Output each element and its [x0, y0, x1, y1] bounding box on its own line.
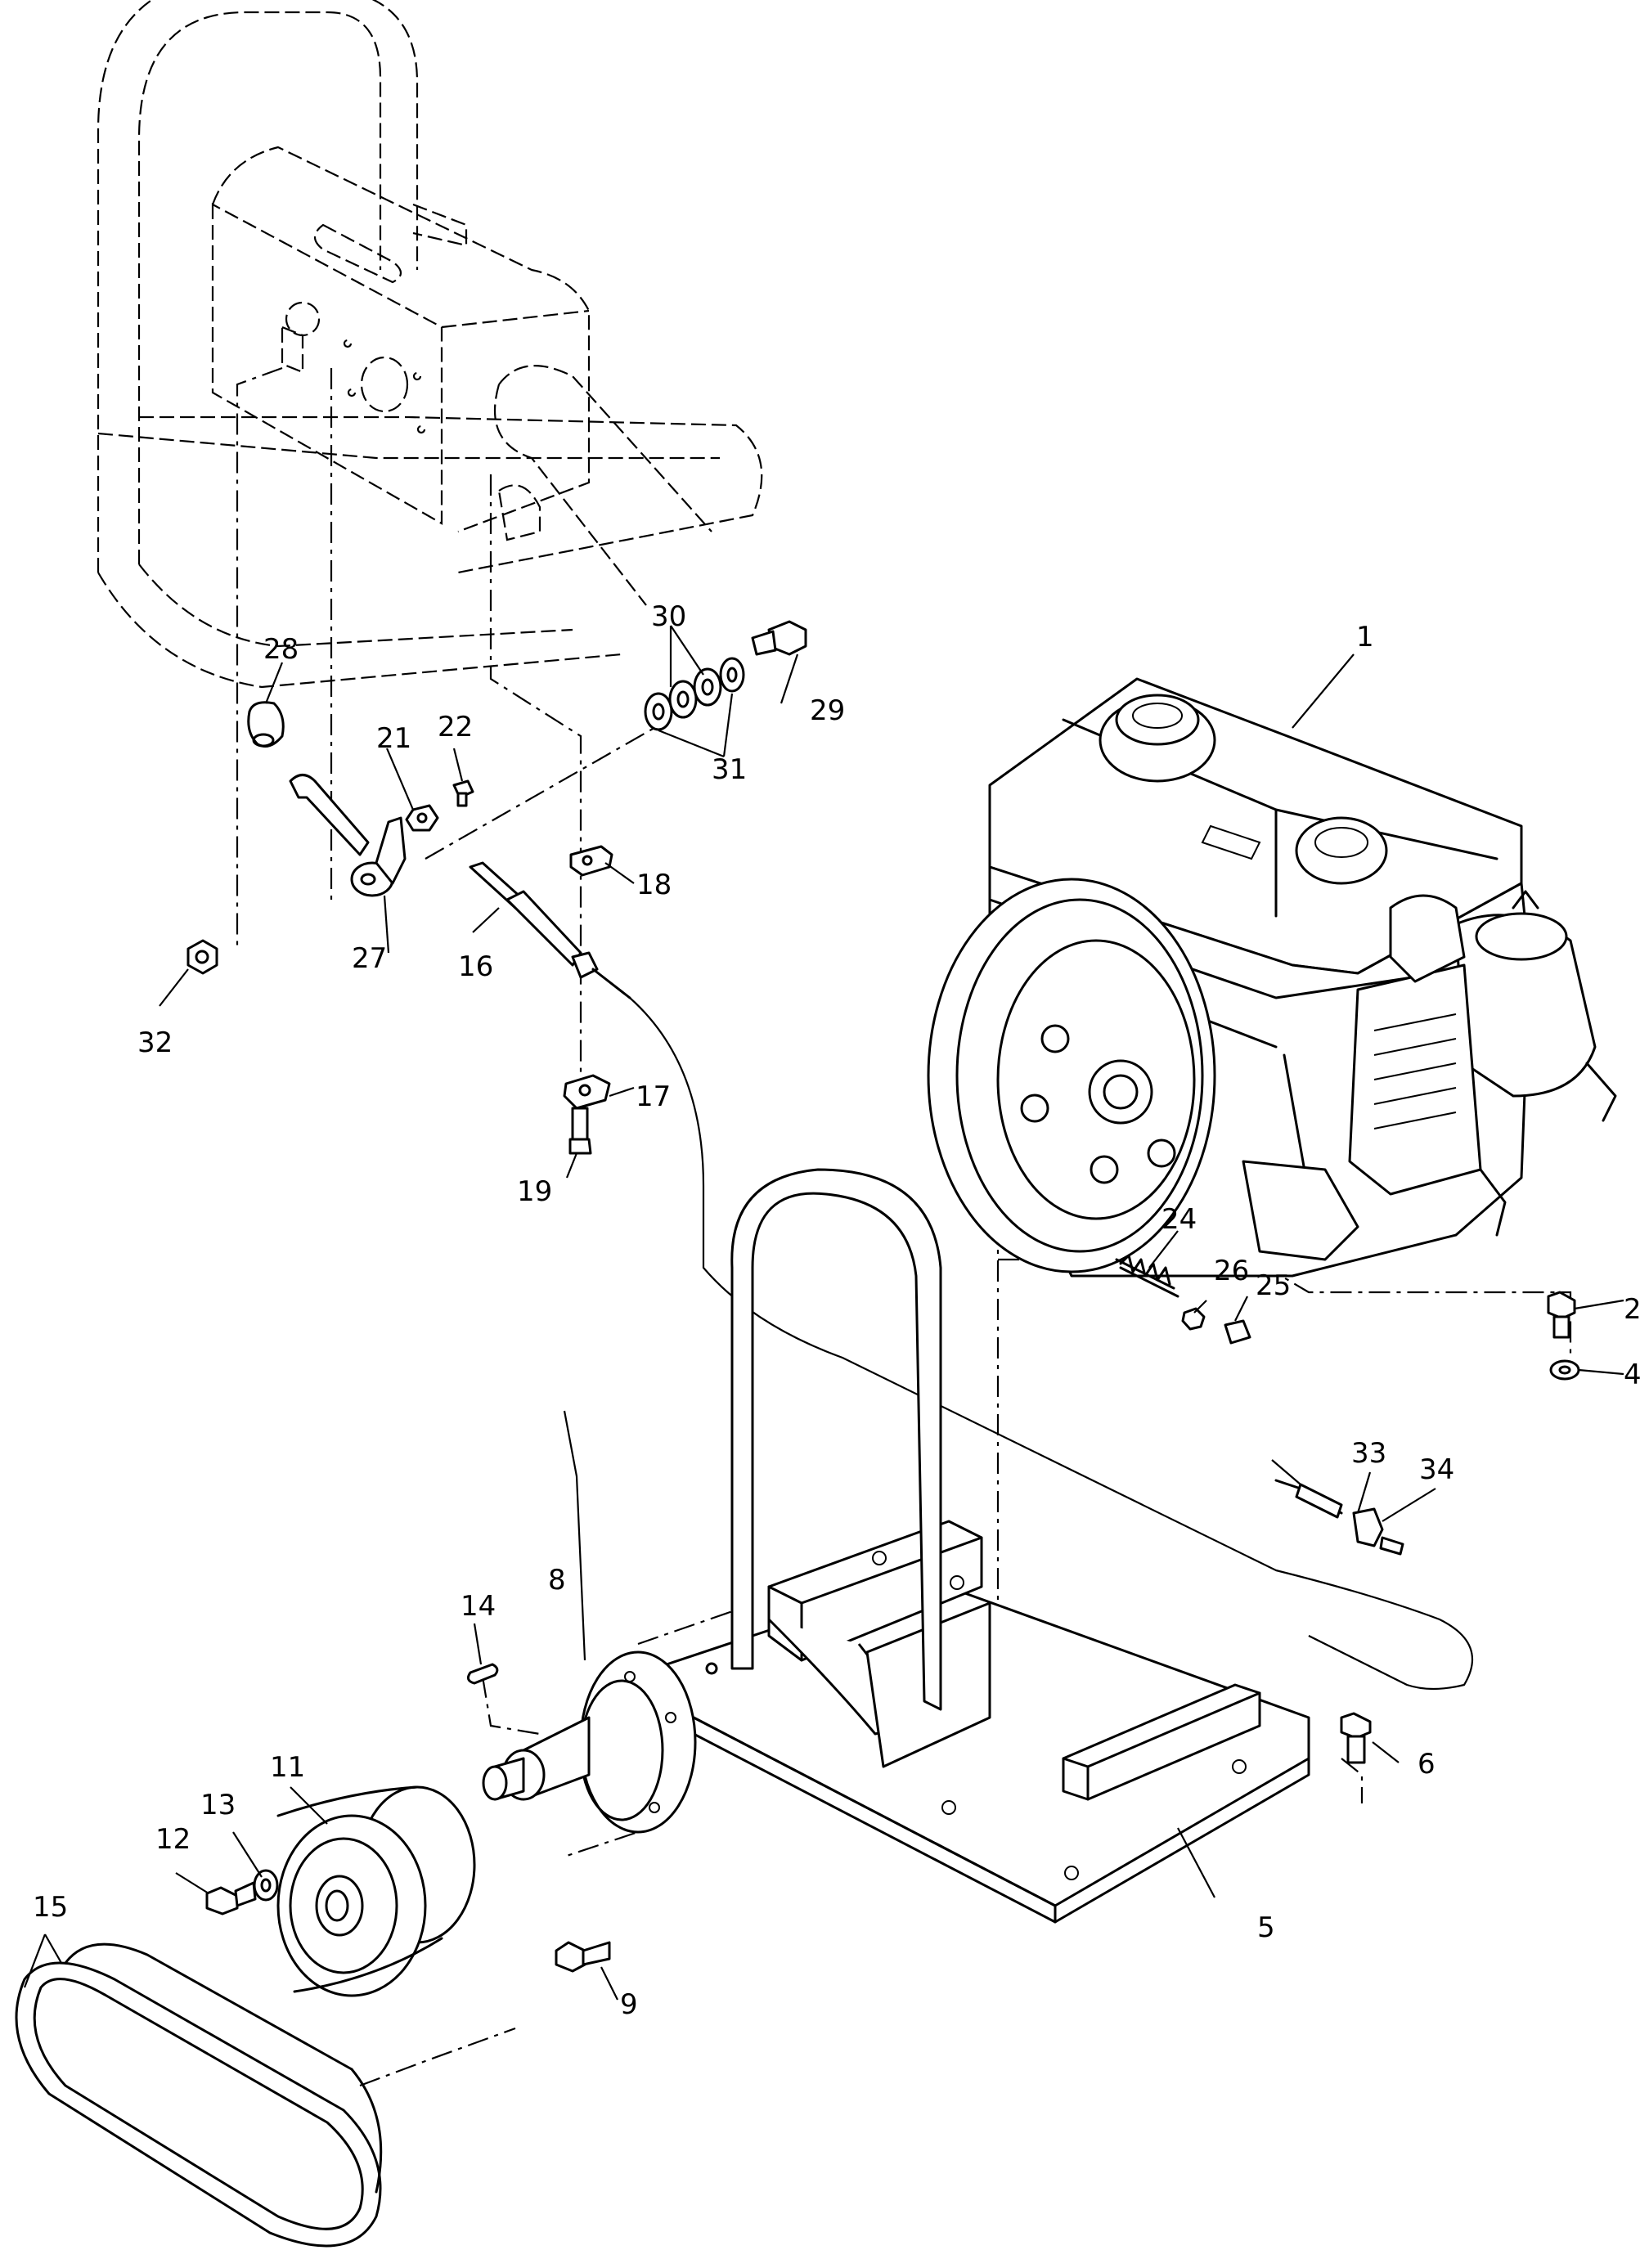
label-part-13: 13	[200, 1789, 236, 1821]
clutch-flange	[482, 1650, 697, 1834]
label-part-28: 28	[263, 633, 299, 666]
label-part-17: 17	[636, 1080, 671, 1113]
label-part-22: 22	[438, 711, 473, 743]
handle-mount-plate	[211, 146, 712, 606]
label-part-12: 12	[155, 1823, 191, 1856]
handle-frame	[97, 0, 763, 689]
label-part-11: 11	[270, 1751, 305, 1784]
hardware	[186, 620, 1580, 1973]
label-part-31: 31	[712, 753, 747, 786]
label-part-25: 25	[1256, 1269, 1291, 1302]
label-part-16: 16	[458, 950, 493, 983]
throttle-cable	[629, 997, 1474, 1691]
label-part-1: 1	[1356, 621, 1374, 653]
label-part-30: 30	[651, 600, 686, 633]
label-part-9: 9	[620, 1988, 638, 2021]
label-part-26: 26	[1214, 1255, 1249, 1287]
label-part-14: 14	[461, 1590, 496, 1623]
label-part-27: 27	[352, 942, 387, 975]
frame-base	[653, 1168, 1310, 1924]
label-part-33: 33	[1351, 1437, 1386, 1470]
label-part-21: 21	[376, 722, 411, 755]
pulley	[276, 1785, 476, 1997]
label-part-8: 8	[548, 1564, 566, 1597]
label-part-2: 2	[1624, 1293, 1640, 1326]
label-part-4: 4	[1624, 1359, 1640, 1391]
label-part-15: 15	[33, 1891, 68, 1924]
label-part-6: 6	[1418, 1748, 1436, 1781]
label-part-34: 34	[1419, 1453, 1454, 1486]
label-part-32: 32	[137, 1026, 173, 1059]
label-part-19: 19	[517, 1175, 552, 1208]
label-part-5: 5	[1257, 1911, 1275, 1944]
leader-lines	[23, 625, 1624, 2001]
v-belt	[15, 1942, 383, 2248]
label-part-24: 24	[1161, 1203, 1197, 1236]
label-part-18: 18	[636, 869, 672, 901]
label-part-29: 29	[810, 694, 845, 727]
engine	[927, 677, 1617, 1278]
part-labels: 1 2 4 5 6 8 9 11 12 13 14 15 16 17 18 19…	[33, 600, 1640, 2021]
